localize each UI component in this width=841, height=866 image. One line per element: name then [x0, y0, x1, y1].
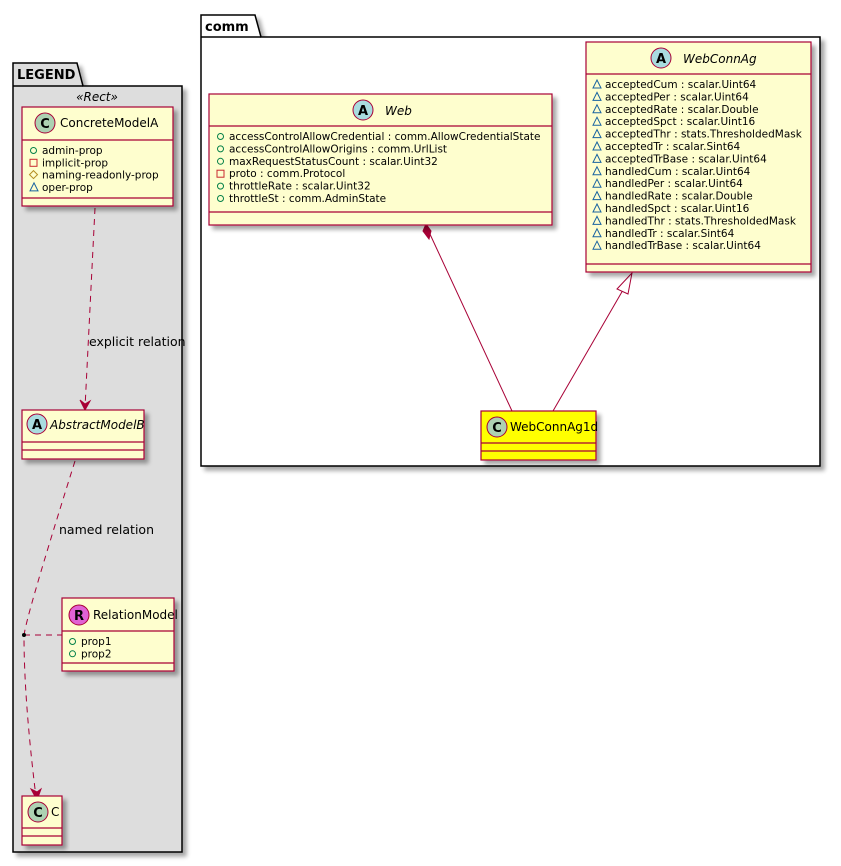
package-visibility-icon: [592, 140, 602, 151]
comm-relations: [422, 222, 633, 412]
class-abstract-model-b[interactable]: A AbstractModelB: [21, 409, 145, 460]
class-member: accessControlAllowCredential : comm.Allo…: [229, 131, 540, 143]
class-member: acceptedSpct : scalar.Uint16: [605, 116, 756, 128]
inheritance-line: [552, 289, 624, 412]
class-name: WebConnAg: [683, 52, 757, 66]
package-visibility-icon: [592, 78, 602, 89]
class-members: accessControlAllowCredential : comm.Allo…: [216, 131, 540, 205]
abstract-circle-icon: [650, 47, 672, 69]
package-visibility-icon: [592, 153, 602, 163]
class-name: AbstractModelB: [49, 418, 145, 432]
class-concrete-model-a[interactable]: C ConcreteModelA admin-propimplicit-prop…: [21, 106, 174, 207]
private-visibility-icon: [216, 169, 225, 178]
class-member: acceptedTrBase : scalar.Uint64: [605, 153, 767, 165]
class-circle-icon: [27, 801, 49, 823]
class-name: C: [51, 805, 59, 819]
public-visibility-icon: [217, 182, 224, 190]
class-circle-icon: [486, 416, 508, 438]
class-member: handledTr : scalar.Sint64: [605, 228, 735, 240]
class-member: handledThr : stats.ThresholdedMask: [605, 215, 797, 227]
package-visibility-icon: [592, 227, 602, 238]
explicit-relation-label: explicit relation: [89, 334, 186, 349]
comm-package-label: comm: [205, 20, 249, 35]
legend-stereotype: «Rect»: [76, 90, 118, 104]
public-visibility-icon: [69, 650, 76, 658]
package-visibility-icon: [29, 181, 39, 192]
package-visibility-icon: [592, 116, 602, 126]
class-member: oper-prop: [42, 182, 93, 194]
class-member: throttleSt : comm.AdminState: [229, 193, 386, 205]
package-visibility-icon: [592, 128, 602, 139]
class-member: proto : comm.Protocol: [229, 168, 345, 180]
public-visibility-icon: [217, 157, 224, 165]
relation-circle-icon: [68, 604, 90, 626]
class-name: ConcreteModelA: [60, 116, 159, 130]
class-member: handledCum : scalar.Uint64: [605, 166, 751, 178]
composition-line: [428, 231, 513, 412]
class-circle-icon: [34, 112, 56, 134]
protected-visibility-icon: [28, 169, 39, 180]
svg-text:C: C: [33, 806, 43, 821]
package-visibility-icon: [592, 178, 602, 188]
class-member: implicit-prop: [42, 157, 108, 169]
class-member: maxRequestStatusCount : scalar.Uint32: [229, 156, 438, 168]
association-point: [22, 633, 26, 637]
private-visibility-icon: [29, 158, 38, 167]
legend-package-label: LEGEND: [17, 68, 76, 83]
svg-text:C: C: [492, 421, 502, 436]
abstract-circle-icon: [352, 99, 374, 121]
class-member: handledSpct : scalar.Uint16: [605, 203, 750, 215]
package-visibility-icon: [592, 91, 602, 101]
package-visibility-icon: [592, 103, 602, 114]
class-member: throttleRate : scalar.Uint32: [229, 181, 371, 193]
class-c[interactable]: C C: [21, 795, 63, 846]
explicit-relation-arrowhead: [79, 399, 92, 412]
package-visibility-icon: [592, 165, 602, 176]
svg-text:A: A: [32, 418, 42, 433]
svg-text:A: A: [358, 104, 368, 119]
class-member: accessControlAllowOrigins : comm.UrlList: [229, 143, 447, 155]
package-visibility-icon: [592, 240, 602, 250]
public-visibility-icon: [217, 133, 224, 140]
class-member: acceptedCum : scalar.Uint64: [605, 79, 757, 91]
svg-text:C: C: [40, 117, 50, 132]
class-member: acceptedTr : scalar.Sint64: [605, 141, 741, 153]
class-member: acceptedThr : stats.ThresholdedMask: [605, 129, 803, 141]
package-visibility-icon: [592, 202, 602, 213]
svg-text:R: R: [74, 609, 84, 624]
public-visibility-icon: [69, 638, 76, 645]
class-member: handledRate : scalar.Double: [605, 191, 753, 203]
class-member: prop1: [81, 636, 112, 648]
class-members: admin-propimplicit-propnaming-readonly-p…: [28, 145, 159, 194]
public-visibility-icon: [30, 147, 37, 154]
class-webconnag[interactable]: A WebConnAg acceptedCum : scalar.Uint64a…: [585, 41, 812, 273]
named-relation-label: named relation: [59, 522, 154, 537]
class-name: Web: [385, 104, 412, 118]
abstract-circle-icon: [26, 413, 48, 435]
explicit-relation-line: [84, 207, 96, 409]
legend-relations: explicit relation named relation: [22, 207, 186, 802]
class-member: acceptedRate : scalar.Double: [605, 104, 759, 116]
class-member: admin-prop: [42, 145, 103, 157]
class-web[interactable]: A Web accessControlAllowCredential : com…: [208, 93, 553, 226]
class-member: handledTrBase : scalar.Uint64: [605, 240, 761, 252]
class-name: RelationModel: [93, 608, 178, 622]
class-member: prop2: [81, 648, 112, 660]
inheritance-arrowhead: [616, 271, 633, 295]
class-member: naming-readonly-prop: [42, 170, 159, 182]
package-visibility-icon: [592, 215, 602, 225]
composition-diamond: [422, 222, 432, 241]
class-member: acceptedPer : scalar.Uint64: [605, 91, 749, 103]
package-visibility-icon: [592, 190, 602, 201]
class-webconnag1d[interactable]: C WebConnAg1d: [480, 410, 598, 461]
public-visibility-icon: [217, 145, 224, 153]
public-visibility-icon: [217, 195, 224, 202]
class-member: handledPer : scalar.Uint64: [605, 178, 743, 190]
class-name: WebConnAg1d: [510, 420, 598, 434]
svg-text:A: A: [656, 52, 666, 67]
